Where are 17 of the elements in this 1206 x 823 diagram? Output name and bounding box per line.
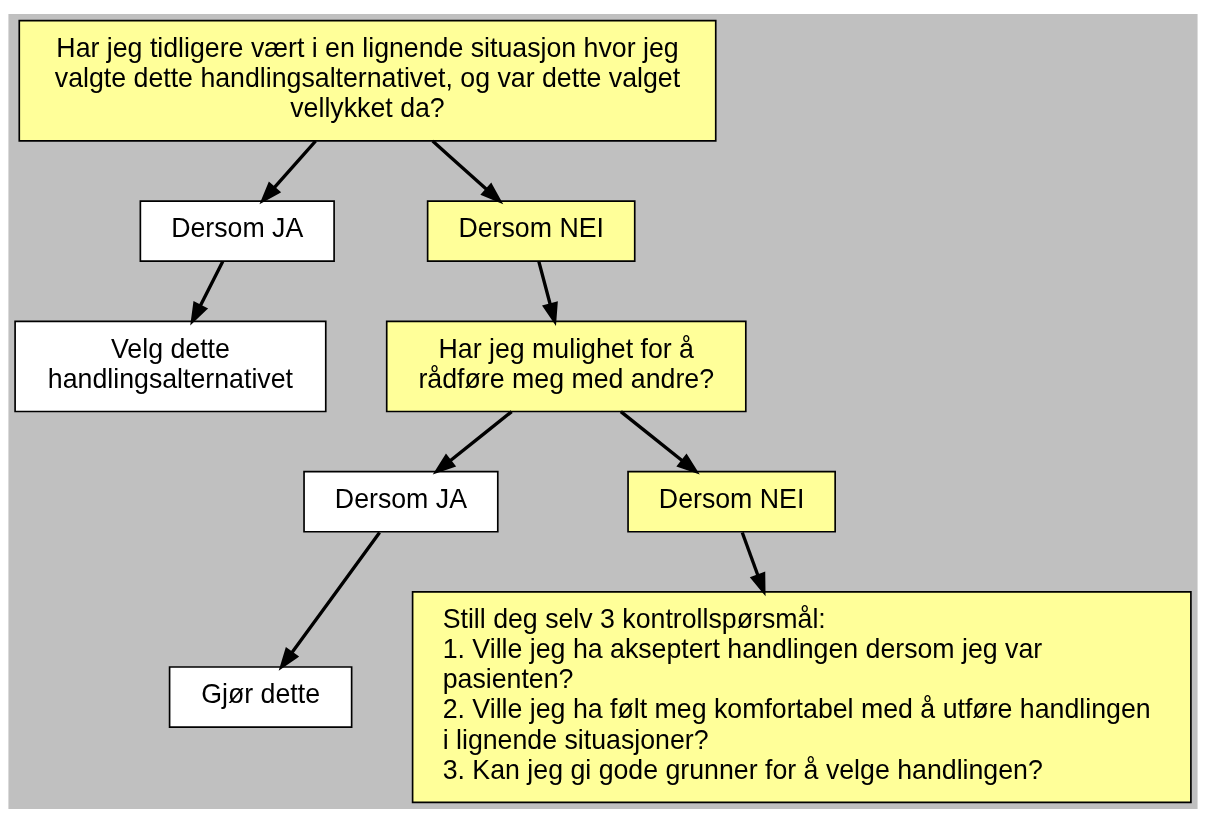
node-box: Dersom NEI [627,470,836,533]
node-box: Har jeg mulighet for å rådføre meg med andre? [385,320,747,413]
arrow [537,261,558,326]
node-box: Har jeg tidligere vært i en lignende situasjon hvor jeg valgte dette handlingsalternativet, og var dette valget vellykket da? [18,19,717,142]
node-box: Velg dette handlingsalternativet [14,320,327,413]
arrow [740,531,766,597]
arrow [432,410,513,475]
node-box: Dersom JA [139,200,335,262]
node-box: Dersom NEI [426,200,636,262]
arrow [431,139,504,205]
node-box: Gjør dette [168,666,353,728]
node-box: Dersom JA [303,470,499,533]
arrow [259,139,317,205]
arrow [619,410,700,475]
arrow [278,531,381,671]
arrow [190,260,225,326]
node-box: Still deg selv 3 kontrollspørsmål: 1. Ville jeg ha akseptert handlingen dersom jeg var pasienten? 2. Ville jeg ha følt meg komfortabel med å utføre handlingen i lignende situasjoner? 3. Kan jeg gi gode grunner for å velge handlingen? [411,591,1192,804]
